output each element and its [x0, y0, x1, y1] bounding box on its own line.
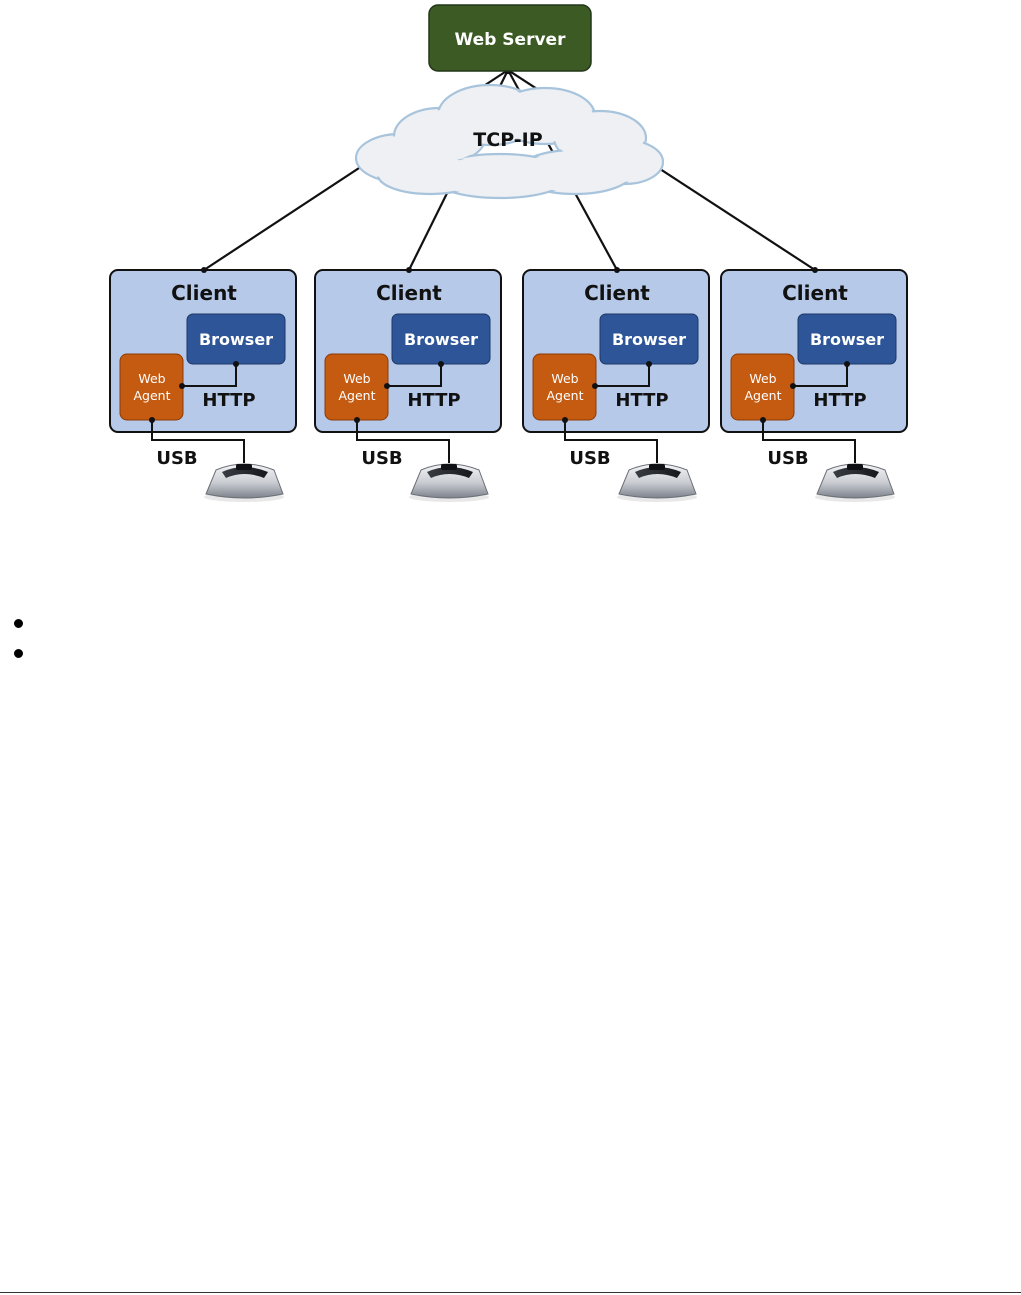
- web-agent-box: [119, 353, 184, 421]
- client-port-dot: [614, 267, 620, 273]
- http-dot: [646, 361, 652, 367]
- http-label: HTTP: [615, 390, 668, 411]
- usb-link: [762, 420, 856, 463]
- page-bottom-rule: [0, 1292, 1021, 1293]
- client-title: Client: [376, 281, 442, 305]
- usb-label: USB: [767, 448, 808, 469]
- network-label: TCP-IP: [473, 129, 542, 151]
- cloud-fill: [380, 158, 480, 192]
- web-agent-label-line2: Agent: [339, 388, 376, 403]
- bullet-list: [14, 612, 26, 672]
- fingerprint-scanner-icon: [409, 463, 489, 502]
- usb-label: USB: [569, 448, 610, 469]
- usb-dot: [149, 417, 155, 423]
- fingerprint-scanner-icon: [815, 463, 895, 502]
- http-link: [387, 364, 442, 387]
- client-port-dot: [201, 267, 207, 273]
- web-agent-label-line1: Web: [343, 371, 370, 386]
- browser-label: Browser: [404, 330, 478, 349]
- list-item: [14, 612, 26, 642]
- web-agent-label-line1: Web: [138, 371, 165, 386]
- http-dot: [592, 383, 598, 389]
- http-dot: [179, 383, 185, 389]
- client-title: Client: [171, 281, 237, 305]
- http-dot: [233, 361, 239, 367]
- web-agent-label-line2: Agent: [547, 388, 584, 403]
- web-server-node: Web Server: [428, 4, 592, 72]
- web-agent-box: [730, 353, 795, 421]
- usb-dot: [354, 417, 360, 423]
- web-server-label: Web Server: [455, 30, 567, 50]
- list-item: [14, 642, 26, 672]
- http-dot: [844, 361, 850, 367]
- client-port-dot: [406, 267, 412, 273]
- usb-link: [151, 420, 245, 463]
- browser-label: Browser: [199, 330, 273, 349]
- client-port-dot: [812, 267, 818, 273]
- web-agent-label-line2: Agent: [134, 388, 171, 403]
- http-link: [182, 364, 237, 387]
- http-dot: [384, 383, 390, 389]
- web-agent-label-line2: Agent: [745, 388, 782, 403]
- web-agent-box: [324, 353, 389, 421]
- web-agent-label-line1: Web: [749, 371, 776, 386]
- browser-label: Browser: [810, 330, 884, 349]
- tcp-ip-cloud: TCP-IP: [354, 83, 665, 200]
- http-label: HTTP: [813, 390, 866, 411]
- usb-dot: [760, 417, 766, 423]
- fingerprint-scanner-icon: [204, 463, 284, 502]
- usb-link: [356, 420, 450, 463]
- http-dot: [790, 383, 796, 389]
- fingerprint-scanner-icon: [617, 463, 697, 502]
- http-dot: [438, 361, 444, 367]
- client-title: Client: [584, 281, 650, 305]
- http-label: HTTP: [407, 390, 460, 411]
- client-title: Client: [782, 281, 848, 305]
- http-link: [595, 364, 650, 387]
- http-label: HTTP: [202, 390, 255, 411]
- http-link: [793, 364, 848, 387]
- usb-link: [564, 420, 658, 463]
- web-agent-box: [532, 353, 597, 421]
- usb-label: USB: [361, 448, 402, 469]
- bullet-dot-icon: [14, 619, 23, 628]
- web-agent-label-line1: Web: [551, 371, 578, 386]
- bullet-dot-icon: [14, 649, 23, 658]
- usb-dot: [562, 417, 568, 423]
- browser-label: Browser: [612, 330, 686, 349]
- usb-label: USB: [156, 448, 197, 469]
